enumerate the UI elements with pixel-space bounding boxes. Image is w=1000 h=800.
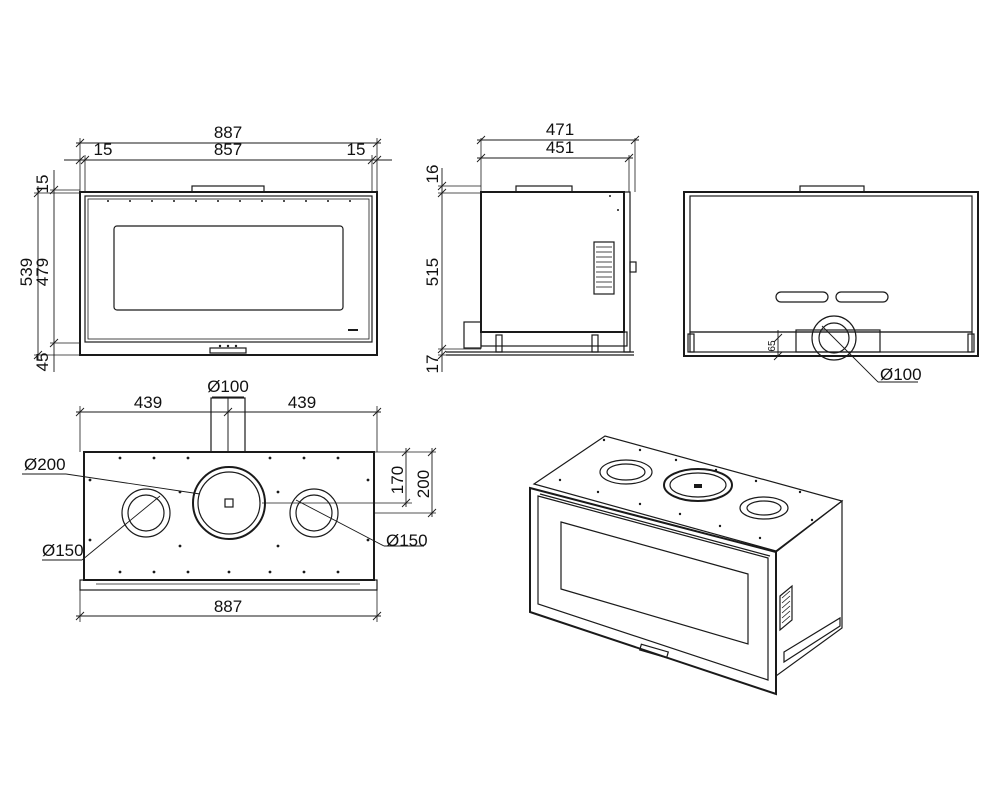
front-total-height-label: 539 (17, 258, 36, 286)
top-view: 439 439 Ø100 (22, 377, 437, 622)
top-left-outlet-label: Ø150 (42, 541, 84, 560)
top-main-flue (192, 466, 266, 540)
top-screws (88, 456, 370, 574)
top-right-outlet-label: Ø150 (386, 531, 428, 550)
side-total-depth-label: 471 (546, 120, 574, 139)
front-side-left-label: 15 (94, 140, 113, 159)
front-top-plate (191, 185, 265, 193)
top-right-outlet (289, 488, 339, 538)
iso-screws (558, 438, 814, 540)
iso-front-face (529, 486, 777, 696)
top-inlet-diameter-label: Ø100 (207, 377, 249, 396)
side-top-offset-label: 16 (423, 165, 442, 184)
front-inner-height-label: 479 (33, 258, 52, 286)
front-bottom-offset-label: 45 (33, 353, 52, 372)
front-top-offset-label: 15 (33, 175, 52, 194)
rear-slot-left (775, 291, 829, 303)
iso-main-flue (663, 468, 733, 502)
rear-slot-right (835, 291, 889, 303)
side-rear-outlet (463, 321, 482, 349)
front-inner-width-label: 857 (214, 140, 242, 159)
top-main-flue-label: Ø200 (24, 455, 66, 474)
front-total-width-label: 887 (214, 123, 242, 142)
top-right-spacing-label: 439 (288, 393, 316, 412)
top-front-frame (79, 579, 378, 591)
side-bottom-offset-label: 17 (423, 355, 442, 374)
rear-view: 65 Ø100 (683, 185, 979, 384)
iso-vent (779, 584, 793, 632)
iso-opening-right (739, 496, 789, 520)
front-frame (79, 191, 378, 356)
front-door (84, 195, 373, 343)
front-glass (113, 225, 344, 311)
front-screws (107, 200, 351, 348)
top-depth-200-label: 200 (414, 470, 433, 498)
front-side-right-label: 15 (347, 140, 366, 159)
rear-outlet-diameter-label: Ø100 (880, 365, 922, 384)
rear-outlet-circle (811, 315, 857, 361)
iso-side-face (775, 499, 843, 678)
rear-outlet-height-label: 65 (767, 340, 778, 352)
iso-handle (638, 643, 670, 659)
top-body (83, 451, 375, 581)
side-body-depth-label: 451 (546, 138, 574, 157)
iso-glass (560, 521, 749, 645)
front-handle (209, 347, 247, 354)
front-view: 887 15 857 15 15 539 479 45 (17, 123, 392, 372)
top-left-spacing-label: 439 (134, 393, 162, 412)
top-depth-170-label: 170 (388, 466, 407, 494)
side-body-height-label: 515 (423, 258, 442, 286)
top-total-width-label: 887 (214, 597, 242, 616)
rear-body (683, 191, 979, 357)
isometric-view (529, 435, 844, 696)
iso-door (537, 495, 769, 681)
iso-opening-left (599, 459, 653, 485)
side-view: 471 451 16 515 17 (423, 120, 640, 374)
top-left-outlet (121, 488, 171, 538)
side-vent-grille (593, 241, 615, 295)
